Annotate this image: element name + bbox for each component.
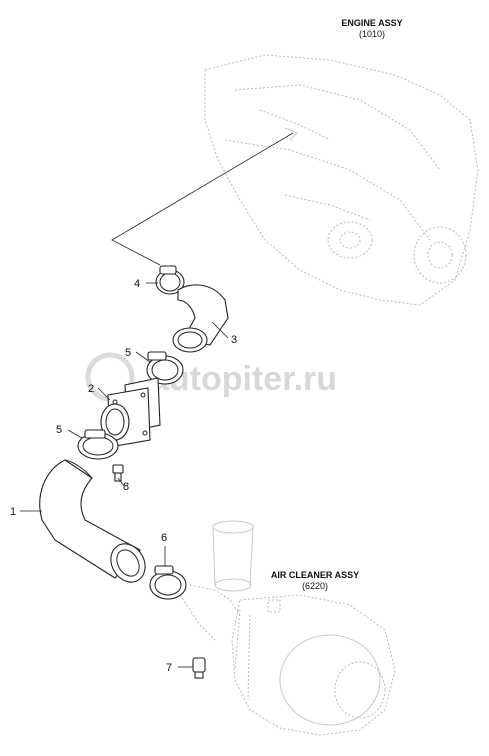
engine-connection-line xyxy=(111,132,294,266)
callout-leaders xyxy=(20,282,229,668)
part-5-clamp-upper xyxy=(146,351,184,385)
callouts: 1 2 3 4 5 5 6 7 8 xyxy=(10,278,237,674)
callout-5-lower: 5 xyxy=(56,424,62,436)
callout-8: 8 xyxy=(123,481,129,493)
part-4-clamp xyxy=(155,265,185,295)
air-cleaner-assy-ghost xyxy=(179,520,396,736)
air-cleaner-assy-code: (6220) xyxy=(302,581,328,591)
callout-6: 6 xyxy=(161,532,167,544)
callout-4: 4 xyxy=(134,278,140,290)
part-5-clamp-lower xyxy=(77,429,119,460)
engine-assy-label: ENGINE ASSY xyxy=(341,18,402,28)
callout-5-upper: 5 xyxy=(125,347,131,359)
part-2-flange-pipe xyxy=(100,377,161,448)
callout-7: 7 xyxy=(166,662,172,674)
engine-assy-ghost xyxy=(204,54,479,306)
assembly-labels: ENGINE ASSY (1010) AIR CLEANER ASSY (622… xyxy=(271,18,403,591)
engine-assy-code: (1010) xyxy=(359,29,385,39)
part-3-elbow-hose xyxy=(172,284,229,353)
callout-2: 2 xyxy=(88,383,94,395)
part-7-fitting xyxy=(192,657,206,679)
callout-3: 3 xyxy=(231,334,237,346)
part-6-clamp xyxy=(149,565,187,600)
part-1-bent-hose xyxy=(39,459,146,583)
air-cleaner-assy-label: AIR CLEANER ASSY xyxy=(271,570,359,580)
callout-1: 1 xyxy=(10,506,16,518)
part-8-bolt xyxy=(112,464,124,482)
